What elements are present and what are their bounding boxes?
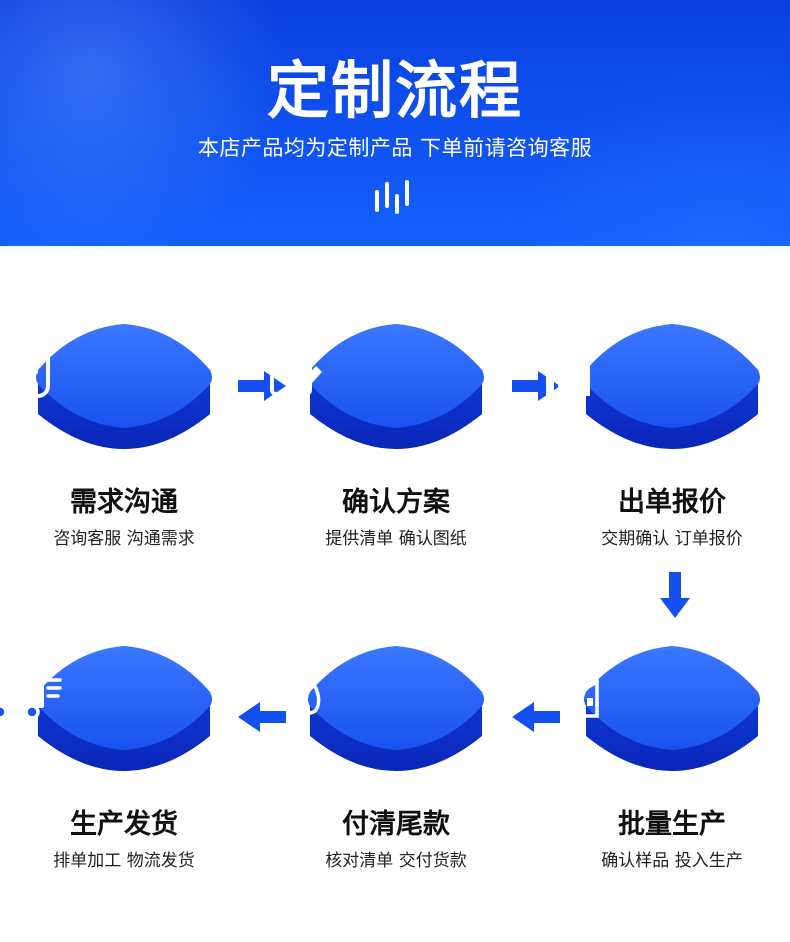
step-title: 生产发货	[70, 809, 178, 840]
step-title: 出单报价	[618, 487, 726, 518]
step-desc: 排单加工 物流发货	[53, 851, 195, 871]
arrow-left-icon	[512, 702, 560, 732]
step-desc: 核对清单 交付货款	[325, 851, 467, 871]
step-2-confirm-plan: 确认方案 提供清单 确认图纸	[270, 318, 496, 549]
step-3-quotation: 出单报价 交期确认 订单报价	[544, 318, 772, 549]
step-4-mass-production: 批量生产 确认样品 投入生产	[543, 640, 772, 871]
step-1-requirement: 需求沟通 咨询客服 沟通需求	[0, 318, 224, 549]
step-title: 确认方案	[342, 487, 450, 518]
step-desc: 咨询客服 沟通需求	[53, 529, 195, 549]
tile-shape	[584, 324, 760, 449]
header-banner: 定制流程 本店产品均为定制产品 下单前请咨询客服	[0, 0, 790, 246]
tile-shape	[36, 646, 212, 771]
step-desc: 确认样品 投入生产	[601, 851, 743, 871]
arrow-left-icon	[238, 702, 286, 732]
page-title: 定制流程	[266, 54, 523, 127]
bar-chart-growth-icon	[544, 338, 598, 396]
sound-wave-icon	[375, 180, 409, 214]
tile-shape	[36, 324, 212, 449]
delivery-truck-icon	[0, 676, 62, 720]
list-icon	[0, 346, 50, 398]
step-5-final-payment: 付清尾款 核对清单 交付货款	[271, 640, 496, 871]
page-subtitle: 本店产品均为定制产品 下单前请咨询客服	[197, 136, 593, 160]
arrow-down-icon	[660, 572, 690, 618]
step-title: 批量生产	[618, 809, 726, 840]
step-6-shipping: 生产发货 排单加工 物流发货	[0, 640, 224, 871]
step-desc: 交期确认 订单报价	[601, 529, 743, 549]
clipboard-edit-icon	[270, 339, 322, 396]
tile-shape	[308, 324, 484, 449]
tile-shape	[308, 646, 484, 771]
step-title: 需求沟通	[70, 487, 178, 518]
step-desc: 提供清单 确认图纸	[325, 529, 467, 549]
step-title: 付清尾款	[342, 809, 450, 840]
tile-shape	[584, 646, 760, 771]
money-bag-icon	[271, 656, 321, 717]
